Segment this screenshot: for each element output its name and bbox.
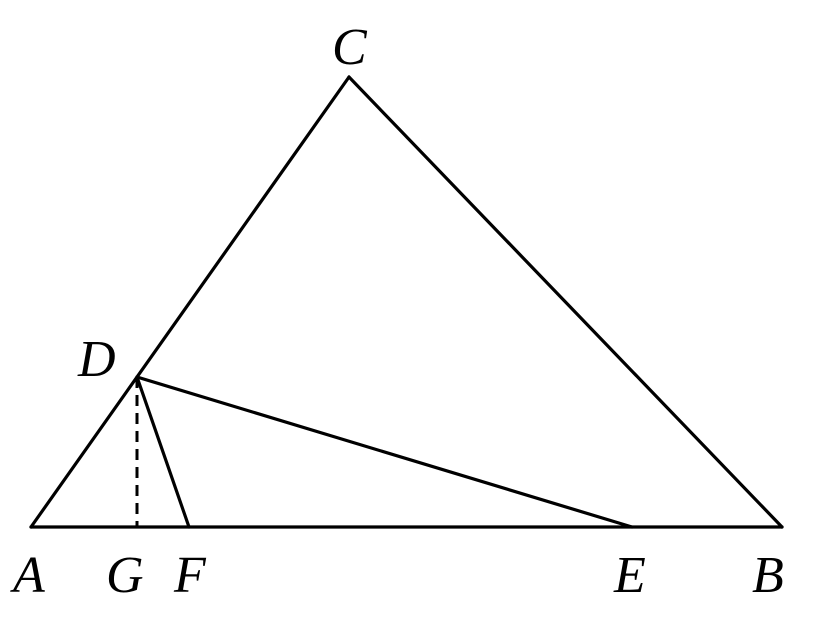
- segment-ac: [29, 75, 351, 529]
- label-f: F: [173, 547, 207, 604]
- label-g: G: [106, 547, 144, 604]
- segment-df: [135, 375, 191, 529]
- segment-bc: [347, 75, 784, 529]
- segment-de: [135, 375, 634, 529]
- label-d: D: [77, 331, 116, 388]
- label-b: B: [752, 547, 784, 604]
- label-e: E: [613, 547, 646, 604]
- label-a: A: [10, 547, 45, 604]
- label-c: C: [332, 19, 368, 76]
